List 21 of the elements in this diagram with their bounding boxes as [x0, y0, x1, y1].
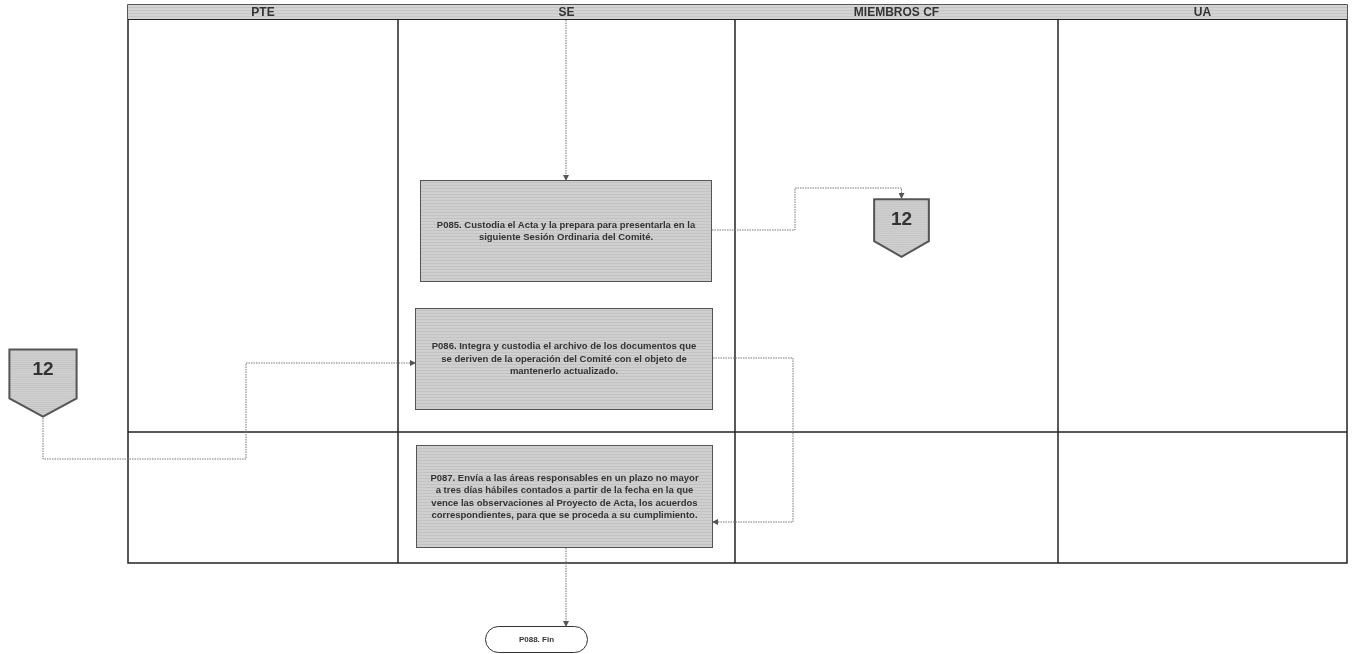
connector-arrow: [712, 357, 794, 525]
connector-arrow: [563, 547, 569, 627]
connector-number: 12: [890, 208, 913, 230]
lane-header: MIEMBROS CF: [735, 5, 1058, 20]
process-box: [416, 445, 713, 548]
process-box: [420, 180, 712, 282]
connector-arrow: [711, 187, 905, 231]
lane-header: SE: [398, 5, 735, 20]
connector-number: 12: [32, 358, 54, 380]
terminator-label: P088. Fin: [518, 635, 555, 644]
terminator: [485, 626, 588, 653]
off-page-connector: [8, 348, 78, 418]
process-text: P086. Integra y custodia el archivo de los documentos que se deriven de la operación del Comité con el objeto de mantenerlo actualizado.: [430, 340, 698, 378]
process-text: P087. Envía a las áreas responsables en un plazo no mayor a tres días hábiles contados a partir de la fecha en la que vence las observaciones al Proyecto de Acta, los acuerdos correspondientes, para que se proceda a su cumplimiento.: [429, 471, 700, 522]
connector-arrow: [42, 360, 416, 460]
off-page-connector: [873, 198, 930, 258]
process-text: P085. Custodia el Acta y la prepara para presentarla en la siguiente Sesión Ordinaria del Comité.: [435, 218, 697, 244]
connector-arrow: [563, 19, 569, 181]
process-box: [415, 308, 713, 410]
lane-header: UA: [1058, 5, 1347, 20]
lane-header: PTE: [128, 5, 398, 20]
